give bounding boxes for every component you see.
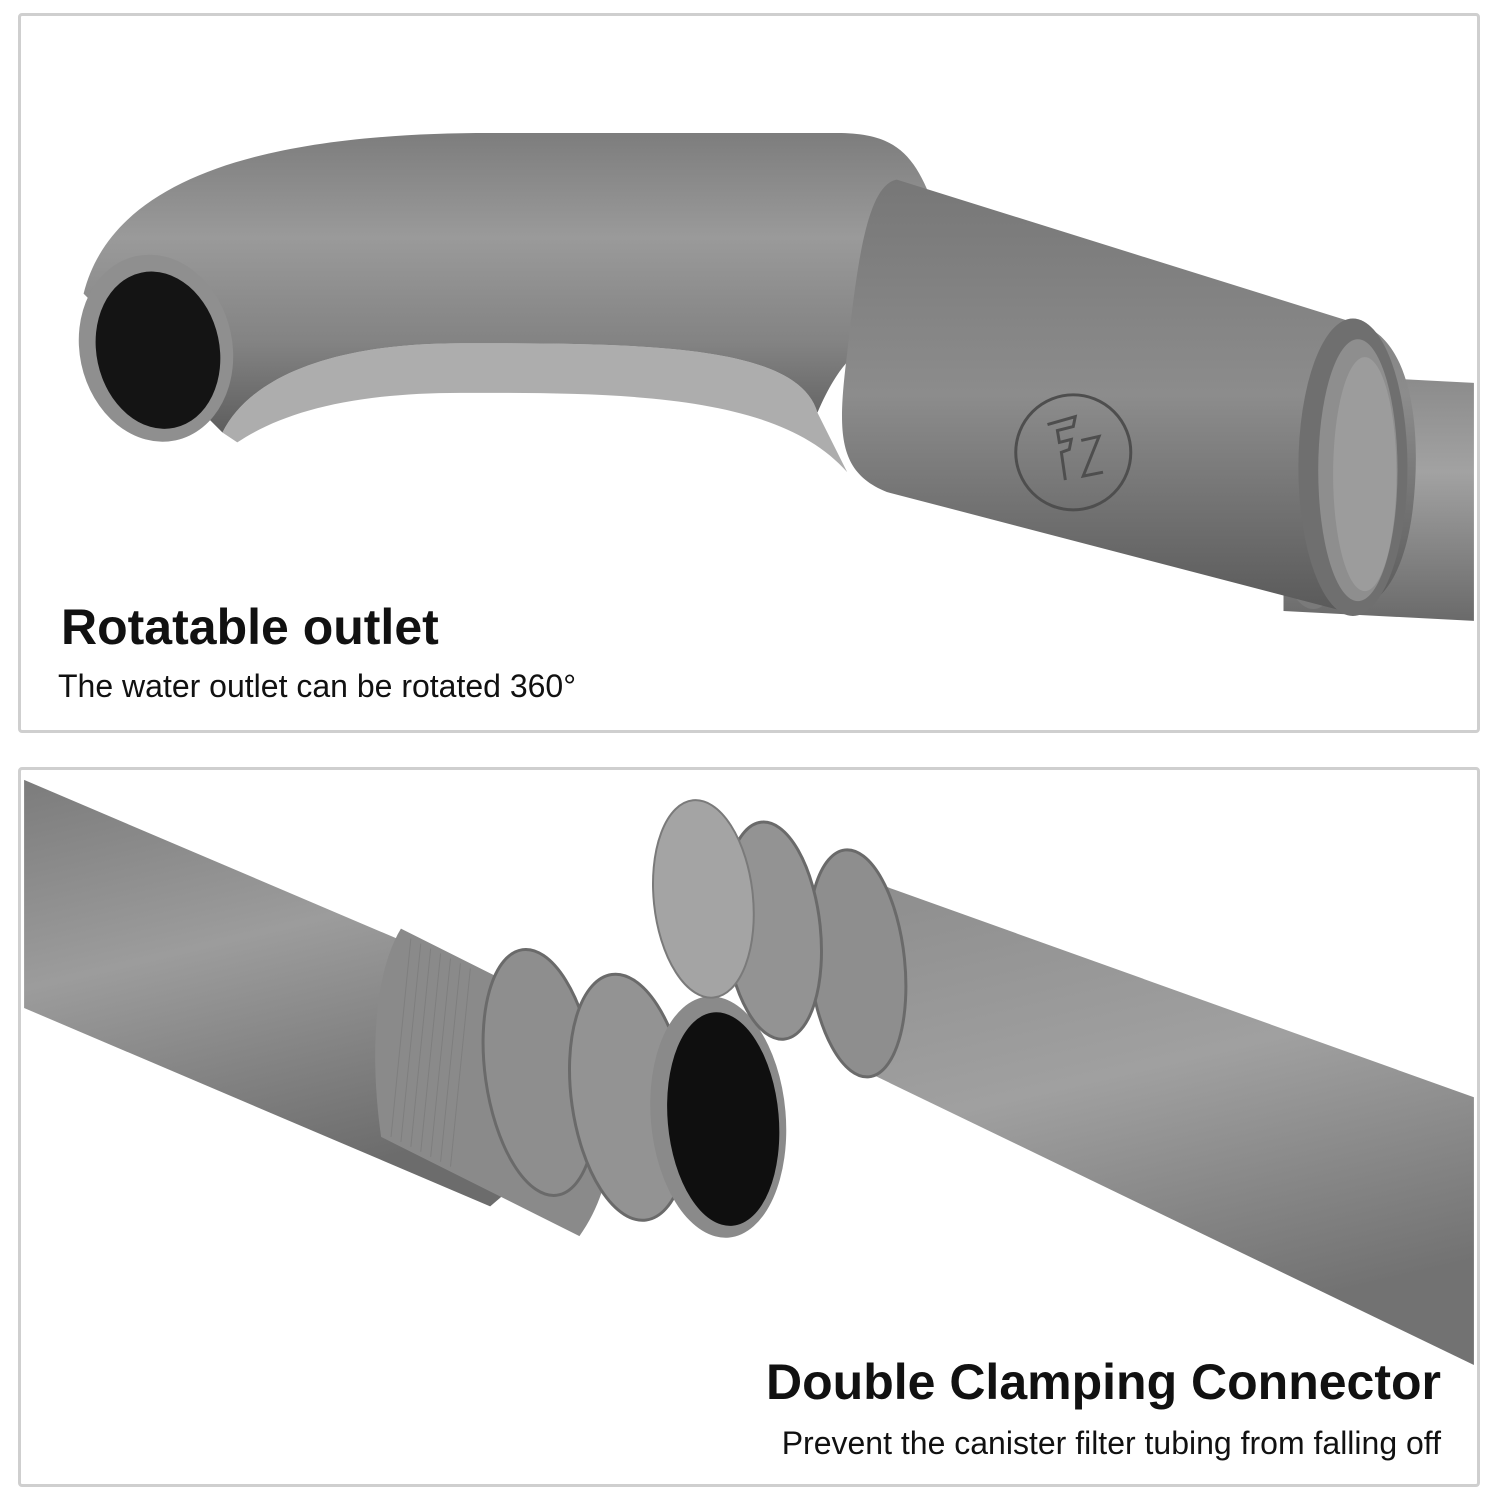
right-tube — [837, 869, 1474, 1365]
feature-description: Prevent the canister filter tubing from … — [781, 1425, 1441, 1461]
panel-rotatable-outlet: Rotatable outlet The water outlet can be… — [18, 13, 1480, 733]
rotatable-outlet-photo — [78, 133, 1474, 621]
feature-description: The water outlet can be rotated 360° — [58, 668, 577, 704]
brand-logo — [1014, 393, 1133, 512]
double-clamping-connector-photo — [24, 779, 1474, 1365]
outlet-opening-hole — [95, 271, 221, 429]
feature-heading: Rotatable outlet — [61, 599, 439, 655]
right-tube-end — [652, 799, 755, 999]
left-tube-opening-hole — [667, 1012, 780, 1226]
sleeve-connector — [841, 179, 1416, 611]
feature-heading: Double Clamping Connector — [766, 1354, 1441, 1410]
panel-double-clamping-connector: Double Clamping Connector Prevent the ca… — [18, 767, 1480, 1487]
curved-pipe — [83, 133, 937, 433]
